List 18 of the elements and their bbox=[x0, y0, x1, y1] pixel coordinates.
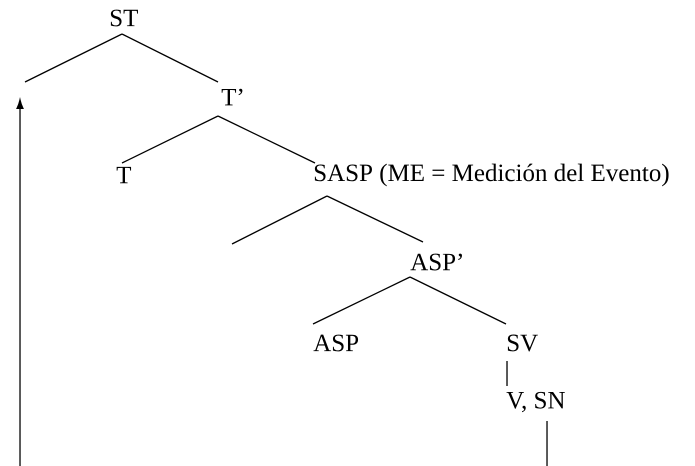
tree-label: ASP bbox=[313, 334, 358, 352]
branch-line bbox=[24, 33, 122, 83]
tree-label: SV bbox=[508, 334, 538, 352]
branch-line bbox=[218, 115, 316, 164]
branch-line bbox=[546, 421, 548, 466]
tree-label: T bbox=[116, 166, 132, 184]
branch-line bbox=[122, 33, 218, 83]
tree-label: ST bbox=[110, 10, 138, 26]
branch-line bbox=[326, 195, 424, 243]
tree-label: SASP (ME = Medición del Evento) bbox=[314, 164, 669, 186]
branch-line bbox=[506, 361, 508, 386]
tree-label: T’ bbox=[222, 88, 242, 106]
tree-label: V, SN bbox=[506, 392, 565, 412]
tree-label: ASP’ bbox=[410, 254, 462, 270]
branch-line bbox=[232, 195, 328, 245]
branch-line bbox=[312, 276, 410, 325]
branch-line bbox=[122, 115, 218, 164]
branch-line bbox=[410, 276, 506, 325]
